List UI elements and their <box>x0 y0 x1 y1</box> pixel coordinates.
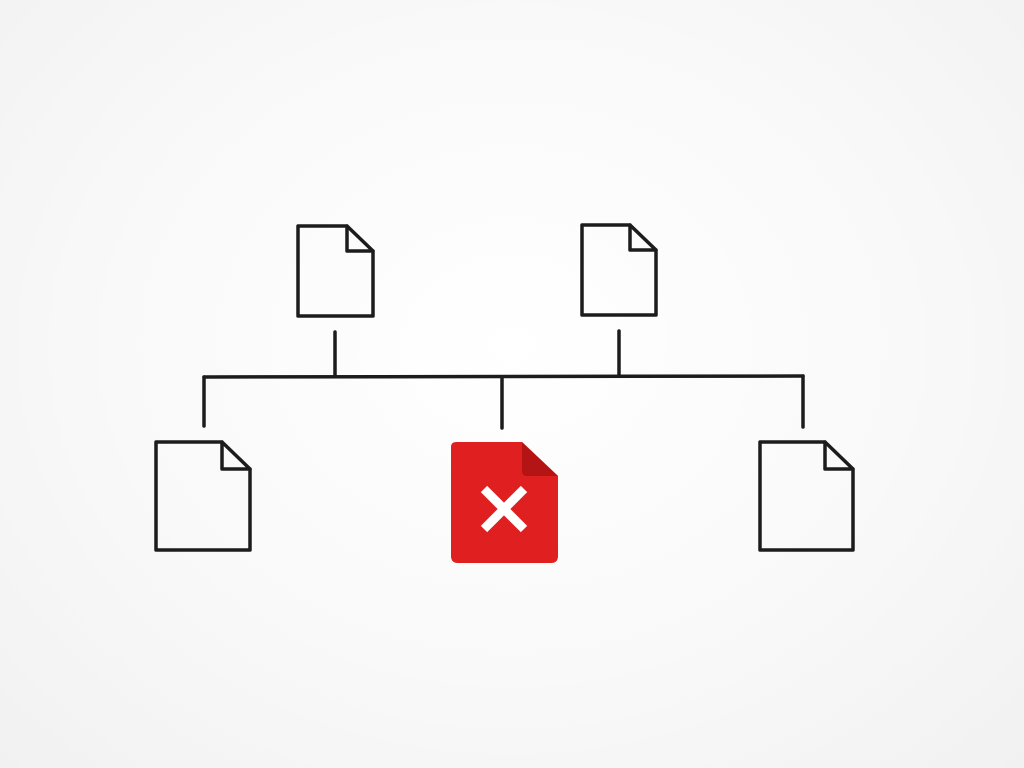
document-icon[interactable] <box>758 440 855 552</box>
document-error-icon[interactable] <box>451 442 558 563</box>
document-outline <box>580 223 658 317</box>
document-fold <box>220 440 252 471</box>
close-icon <box>480 485 528 533</box>
document-fold <box>823 440 855 471</box>
document-outline <box>154 440 252 552</box>
error-document-fold <box>522 442 558 476</box>
document-outline <box>758 440 855 552</box>
document-icon[interactable] <box>580 223 658 317</box>
document-outline <box>296 224 375 318</box>
document-icon[interactable] <box>296 224 375 318</box>
document-fold <box>628 223 658 252</box>
document-fold <box>345 224 375 253</box>
connector-lines <box>202 329 805 430</box>
document-icon[interactable] <box>154 440 252 552</box>
